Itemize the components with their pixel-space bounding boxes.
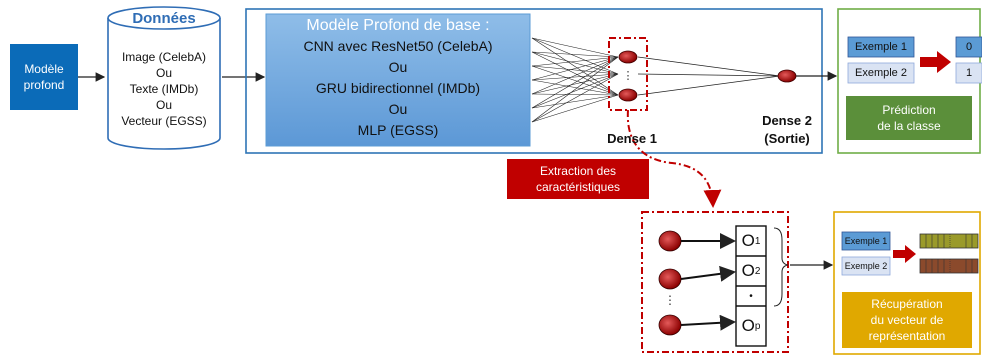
data-line-2: Ou <box>155 66 172 80</box>
zoom-arrow-3 <box>680 314 736 331</box>
dense2-label: Dense 2 (Sortie) <box>752 112 822 148</box>
output-dot: • <box>749 290 753 302</box>
deep-model-line1: Modèle <box>24 62 64 76</box>
base-model-line-3: GRU bidirectionnel (IMDb) <box>315 80 481 96</box>
output-op-letter: O <box>741 316 755 335</box>
dense2-line1: Dense 2 <box>762 113 812 128</box>
prediction-caption-line1: Prédiction <box>882 103 936 117</box>
extraction-line2: caractéristiques <box>535 180 621 194</box>
rep-example-1: Exemple 1 <box>844 236 888 246</box>
rep-vector-1 <box>919 233 979 249</box>
zoom-neuron-1 <box>658 230 682 252</box>
rep-example-2-box <box>841 256 891 276</box>
dense1-highlight <box>608 37 648 111</box>
base-model-title: Modèle Profond de base : <box>306 17 490 34</box>
base-model-line-5: MLP (EGSS) <box>357 122 439 138</box>
extraction-box <box>507 159 649 199</box>
main-model-frame <box>245 8 823 154</box>
output-o2-sub: 2 <box>754 265 761 277</box>
connections-dense1-to-dense2 <box>637 56 781 96</box>
output-brace <box>773 227 789 307</box>
base-model-text: Modèle Profond de base : CNN avec ResNet… <box>266 16 530 141</box>
prediction-caption-box <box>846 96 972 140</box>
zoom-neuron-3 <box>658 314 682 336</box>
output-op-sub: p <box>754 320 761 332</box>
data-cylinder <box>107 6 221 150</box>
pred-example-1-box <box>847 36 915 58</box>
output-o1-letter: O <box>741 231 755 250</box>
zoom-neuron-2 <box>658 268 682 290</box>
base-model-line-4: Ou <box>388 101 408 117</box>
data-cylinder-title: Données <box>132 10 196 27</box>
data-line-5: Vecteur (EGSS) <box>121 114 207 128</box>
deep-model-box <box>10 44 78 110</box>
deep-model-line2: profond <box>23 78 65 92</box>
zoom-dots: ⋮ <box>664 293 676 307</box>
pred-example-2-box <box>847 62 915 84</box>
feature-zoom-box <box>641 211 789 353</box>
representation-caption-line1: Récupération <box>871 297 943 311</box>
pred-value-1: 0 <box>965 41 973 53</box>
pred-value-2-box <box>955 62 982 84</box>
representation-caption: Récupération du vecteur de représentatio… <box>842 292 972 348</box>
dense1-neuron-1 <box>618 50 638 64</box>
extraction-dashed-arrow <box>626 109 722 208</box>
rep-vector-2 <box>919 258 979 274</box>
deep-model-label: Modèle profond <box>10 44 78 110</box>
data-line-4: Ou <box>155 98 172 112</box>
pred-example-2: Exemple 2 <box>855 67 907 79</box>
dense2-neuron <box>777 69 797 83</box>
dense1-dots: ⋮ <box>623 70 634 82</box>
prediction-caption: Prédiction de la classe <box>846 96 972 140</box>
base-model-box <box>265 13 531 147</box>
base-model-line-1: CNN avec ResNet50 (CelebA) <box>303 38 493 54</box>
dense1-neuron-2 <box>618 88 638 102</box>
representation-caption-box <box>842 292 972 348</box>
prediction-caption-line2: de la classe <box>877 119 941 133</box>
rep-red-arrow-icon <box>893 245 916 263</box>
output-o1-sub: 1 <box>754 235 761 247</box>
base-model-line-2: Ou <box>388 59 408 75</box>
pred-example-1: Exemple 1 <box>855 41 907 53</box>
zoom-arrow-2 <box>680 265 736 282</box>
representation-caption-line3: représentation <box>868 329 946 343</box>
dense1-label: Dense 1 <box>607 131 657 146</box>
representation-caption-line2: du vecteur de <box>870 313 944 327</box>
pred-red-arrow-icon <box>920 51 951 73</box>
extraction-label: Extraction des caractéristiques <box>507 159 649 199</box>
output-o2-letter: O <box>741 261 755 280</box>
connections-base-to-dense1 <box>531 37 619 123</box>
data-line-3: Texte (IMDb) <box>129 82 199 96</box>
pred-value-1-box <box>955 36 982 58</box>
dense2-line2: (Sortie) <box>764 131 810 146</box>
rep-example-1-box <box>841 231 891 251</box>
extraction-line1: Extraction des <box>539 164 617 178</box>
representation-frame <box>833 211 981 355</box>
data-line-1: Image (CelebA) <box>121 50 207 64</box>
pred-value-2: 1 <box>965 67 973 79</box>
rep-example-2: Exemple 2 <box>844 261 888 271</box>
data-cylinder-body: Image (CelebA) Ou Texte (IMDb) Ou Vecteu… <box>108 49 220 129</box>
